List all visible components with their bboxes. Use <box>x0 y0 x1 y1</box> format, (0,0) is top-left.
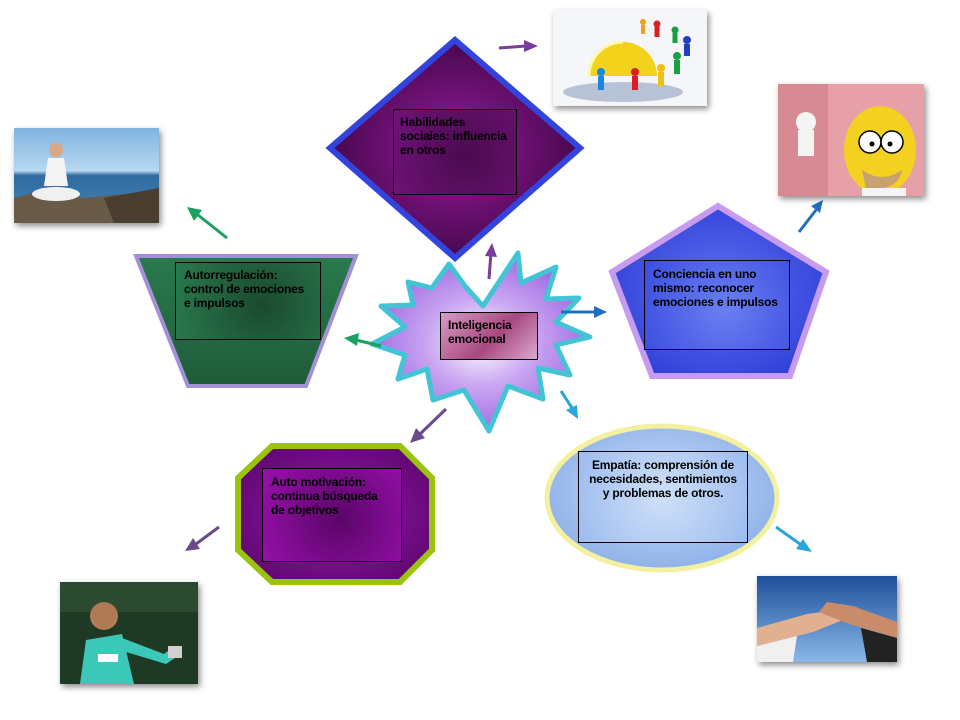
habilidades-label: Habilidades sociales: influencia en otro… <box>393 109 517 195</box>
teamwork-photo <box>553 10 707 106</box>
arrow-to-automotivacion <box>420 409 446 434</box>
meditation-icon <box>14 128 159 223</box>
cartoon-character-icon <box>778 84 924 196</box>
arrow-to-handshake-photo <box>776 527 800 544</box>
arrow-to-teamwork-photo-head <box>524 40 538 52</box>
handshake-icon <box>757 576 897 662</box>
center-label: Inteligencia emocional <box>440 312 538 360</box>
arrow-to-goalkeeper-photo <box>196 527 219 544</box>
conciencia-label: Conciencia en uno mismo: reconocer emoci… <box>644 260 790 350</box>
arrow-to-meditation-photo <box>198 215 227 238</box>
arrow-to-conciencia-head <box>594 306 607 318</box>
handshake-photo <box>757 576 897 662</box>
arrow-to-autorregulacion-head <box>344 333 359 346</box>
arrow-to-empatia <box>561 391 572 408</box>
arrow-to-handshake-photo-head <box>796 539 812 552</box>
arrow-to-meditation-photo-head <box>187 207 202 221</box>
teamwork-figures-icon <box>553 10 707 106</box>
arrow-to-cartoon-photo <box>799 210 816 232</box>
goalkeeper-photo <box>60 582 198 684</box>
arrow-to-habilidades-head <box>485 243 497 257</box>
autorregulacion-label: Autorregulación: control de emociones e … <box>175 262 321 340</box>
empatia-label: Empatía: comprensión de necesidades, sen… <box>578 451 748 543</box>
meditation-photo <box>14 128 159 223</box>
celebrating-player-icon <box>60 582 198 684</box>
cartoon-photo <box>778 84 924 196</box>
arrow-to-teamwork-photo <box>499 46 526 48</box>
automotivacion-label: Auto motivación: continua búsqueda de ob… <box>262 468 402 562</box>
